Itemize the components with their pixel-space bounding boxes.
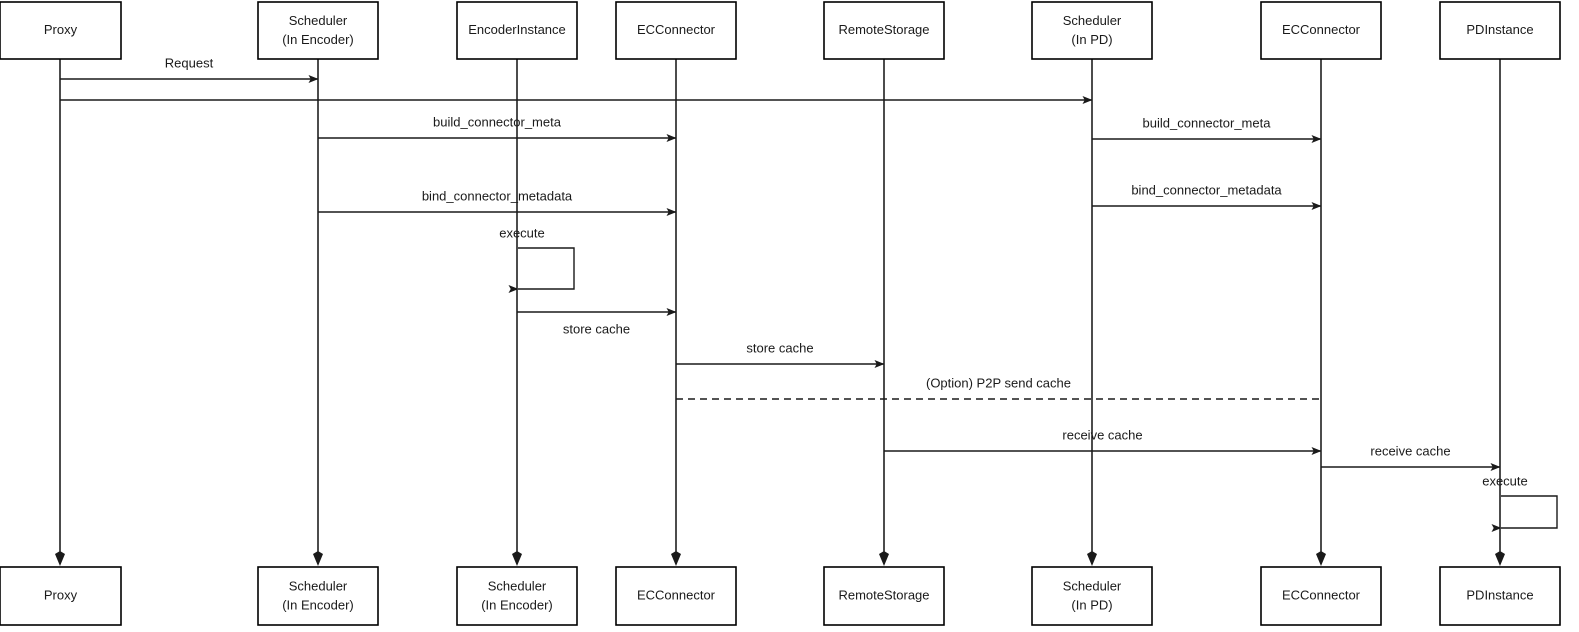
lifeline-arrowhead-pd-instance bbox=[1495, 551, 1505, 566]
participant-pd-instance-top[interactable]: PDInstance bbox=[1439, 1, 1561, 60]
participant-label-scheduler-pd-bottom-line2: (In PD) bbox=[1071, 597, 1112, 612]
message-label-m5: bind_connector_metadata bbox=[422, 188, 573, 203]
participant-ec-connector-pd-bottom[interactable]: ECConnector bbox=[1260, 566, 1382, 626]
participant-label-scheduler-encoder-top-line2: (In Encoder) bbox=[282, 32, 354, 47]
participant-box-remote-storage-bottom[interactable] bbox=[823, 566, 945, 626]
self-message-label-s2: execute bbox=[1482, 473, 1528, 488]
lifeline-arrowhead-remote-storage bbox=[879, 551, 889, 566]
participant-box-proxy-bottom[interactable] bbox=[0, 566, 122, 626]
lifeline-arrowhead-scheduler-encoder bbox=[313, 551, 323, 566]
lifeline-arrowhead-proxy bbox=[55, 551, 65, 566]
participant-label-ec-connector-encoder-top: ECConnector bbox=[637, 22, 716, 37]
message-label-m10: receive cache bbox=[1062, 427, 1142, 442]
self-message-s2-pd-instance[interactable]: execute bbox=[1482, 473, 1558, 532]
self-message-label-s1: execute bbox=[499, 225, 545, 240]
message-label-m3: build_connector_meta bbox=[433, 114, 562, 129]
participant-label-scheduler-encoder-bottom-line1: Scheduler bbox=[289, 578, 348, 593]
participant-label-proxy-bottom: Proxy bbox=[44, 587, 78, 602]
lifeline-arrowhead-ec-connector-encoder bbox=[671, 551, 681, 566]
participant-box-ec-connector-encoder-bottom[interactable] bbox=[615, 566, 737, 626]
participant-label-scheduler-encoder-top-line1: Scheduler bbox=[289, 13, 348, 28]
message-label-m4: build_connector_meta bbox=[1143, 115, 1272, 130]
message-m5-scheduler-encoder-to-ec-connector-encoder[interactable]: bind_connector_metadata bbox=[318, 188, 677, 216]
lifeline-arrowhead-ec-connector-pd bbox=[1316, 551, 1326, 566]
participant-label-pd-instance-top: PDInstance bbox=[1466, 22, 1533, 37]
message-m10-remote-storage-to-ec-connector-pd[interactable]: receive cache bbox=[884, 427, 1322, 455]
participant-box-encoder-instance-bottom[interactable] bbox=[456, 566, 578, 626]
participant-box-ec-connector-pd-bottom[interactable] bbox=[1260, 566, 1382, 626]
message-label-m1: Request bbox=[165, 55, 214, 70]
participant-scheduler-encoder-bottom[interactable]: Scheduler (In Encoder) bbox=[257, 566, 379, 626]
participant-label-encoder-instance-top: EncoderInstance bbox=[468, 22, 566, 37]
participant-scheduler-pd-bottom[interactable]: Scheduler (In PD) bbox=[1031, 566, 1153, 626]
participant-label-scheduler-pd-bottom-line1: Scheduler bbox=[1063, 578, 1122, 593]
participant-remote-storage-bottom[interactable]: RemoteStorage bbox=[823, 566, 945, 626]
self-message-s1-encoder-instance[interactable]: execute bbox=[499, 225, 575, 293]
message-m11-ec-connector-pd-to-pd-instance[interactable]: receive cache bbox=[1321, 443, 1501, 471]
participant-box-encoder-instance-top[interactable] bbox=[456, 1, 578, 60]
message-m3-scheduler-encoder-to-ec-connector-encoder[interactable]: build_connector_meta bbox=[318, 114, 677, 142]
participant-box-ec-connector-encoder-top[interactable] bbox=[615, 1, 737, 60]
lifeline-arrowhead-scheduler-pd bbox=[1087, 551, 1097, 566]
participant-boxes-bottom: Proxy Scheduler (In Encoder) Scheduler (In E… bbox=[0, 566, 1561, 626]
participant-box-proxy-top[interactable] bbox=[0, 1, 122, 60]
message-m4-scheduler-pd-to-ec-connector-pd[interactable]: build_connector_meta bbox=[1092, 115, 1322, 143]
participant-label-remote-storage-bottom: RemoteStorage bbox=[838, 587, 929, 602]
self-message-path-s1 bbox=[508, 247, 575, 293]
participant-label-scheduler-encoder-bottom-line2: (In Encoder) bbox=[282, 597, 354, 612]
message-label-m8: store cache bbox=[746, 340, 813, 355]
participant-label-proxy-top: Proxy bbox=[44, 22, 78, 37]
participant-label-remote-storage-top: RemoteStorage bbox=[838, 22, 929, 37]
participant-boxes-top: Proxy Scheduler (In Encoder) EncoderInstanc… bbox=[0, 1, 1561, 60]
participant-box-pd-instance-top[interactable] bbox=[1439, 1, 1561, 60]
participant-proxy-bottom[interactable]: Proxy bbox=[0, 566, 122, 626]
lifeline-arrowhead-encoder-instance bbox=[512, 551, 522, 566]
message-label-m9: (Option) P2P send cache bbox=[926, 375, 1071, 390]
message-label-m11: receive cache bbox=[1370, 443, 1450, 458]
participant-ec-connector-encoder-top[interactable]: ECConnector bbox=[615, 1, 737, 60]
participant-scheduler-encoder-top[interactable]: Scheduler (In Encoder) bbox=[257, 1, 379, 60]
participant-remote-storage-top[interactable]: RemoteStorage bbox=[823, 1, 945, 60]
message-m1-proxy-to-scheduler-encoder[interactable]: Request bbox=[60, 55, 319, 83]
message-m9-ec-connector-encoder-to-ec-connector-pd[interactable]: (Option) P2P send cache bbox=[676, 375, 1321, 400]
message-m8-ec-connector-encoder-to-remote-storage[interactable]: store cache bbox=[676, 340, 885, 368]
participant-ec-connector-pd-top[interactable]: ECConnector bbox=[1260, 1, 1382, 60]
participant-label-pd-instance-bottom: PDInstance bbox=[1466, 587, 1533, 602]
participant-box-scheduler-encoder-top[interactable] bbox=[257, 1, 379, 60]
participant-pd-instance-bottom[interactable]: PDInstance bbox=[1439, 566, 1561, 626]
participant-box-pd-instance-bottom[interactable] bbox=[1439, 566, 1561, 626]
message-m6-scheduler-pd-to-ec-connector-pd[interactable]: bind_connector_metadata bbox=[1092, 182, 1322, 210]
participant-label-ec-connector-pd-top: ECConnector bbox=[1282, 22, 1361, 37]
participant-box-ec-connector-pd-top[interactable] bbox=[1260, 1, 1382, 60]
message-label-m7: store cache bbox=[563, 321, 630, 336]
participant-scheduler-pd-top[interactable]: Scheduler (In PD) bbox=[1031, 1, 1153, 60]
participant-encoder-instance-bottom[interactable]: Scheduler (In Encoder) bbox=[456, 566, 578, 626]
participant-ec-connector-encoder-bottom[interactable]: ECConnector bbox=[615, 566, 737, 626]
participant-label-ec-connector-pd-bottom: ECConnector bbox=[1282, 587, 1361, 602]
message-m7-encoder-instance-to-ec-connector-encoder[interactable]: store cache bbox=[517, 308, 677, 336]
participant-box-remote-storage-top[interactable] bbox=[823, 1, 945, 60]
participant-box-scheduler-pd-top[interactable] bbox=[1031, 1, 1153, 60]
self-messages-layer: execute execute bbox=[499, 225, 1558, 532]
participant-label-encoder-instance-bottom-line1: Scheduler bbox=[488, 578, 547, 593]
self-message-path-s2 bbox=[1491, 495, 1558, 532]
participant-label-scheduler-pd-top-line2: (In PD) bbox=[1071, 32, 1112, 47]
participant-label-ec-connector-encoder-bottom: ECConnector bbox=[637, 587, 716, 602]
participant-proxy-top[interactable]: Proxy bbox=[0, 1, 122, 60]
participant-box-scheduler-encoder-bottom[interactable] bbox=[257, 566, 379, 626]
message-label-m6: bind_connector_metadata bbox=[1131, 182, 1282, 197]
participant-label-scheduler-pd-top-line1: Scheduler bbox=[1063, 13, 1122, 28]
messages-layer: Request build_connector_meta build_connect… bbox=[60, 55, 1501, 471]
participant-label-encoder-instance-bottom-line2: (In Encoder) bbox=[481, 597, 553, 612]
participant-box-scheduler-pd-bottom[interactable] bbox=[1031, 566, 1153, 626]
participant-encoder-instance-top[interactable]: EncoderInstance bbox=[456, 1, 578, 60]
lifelines-layer bbox=[55, 59, 1505, 566]
